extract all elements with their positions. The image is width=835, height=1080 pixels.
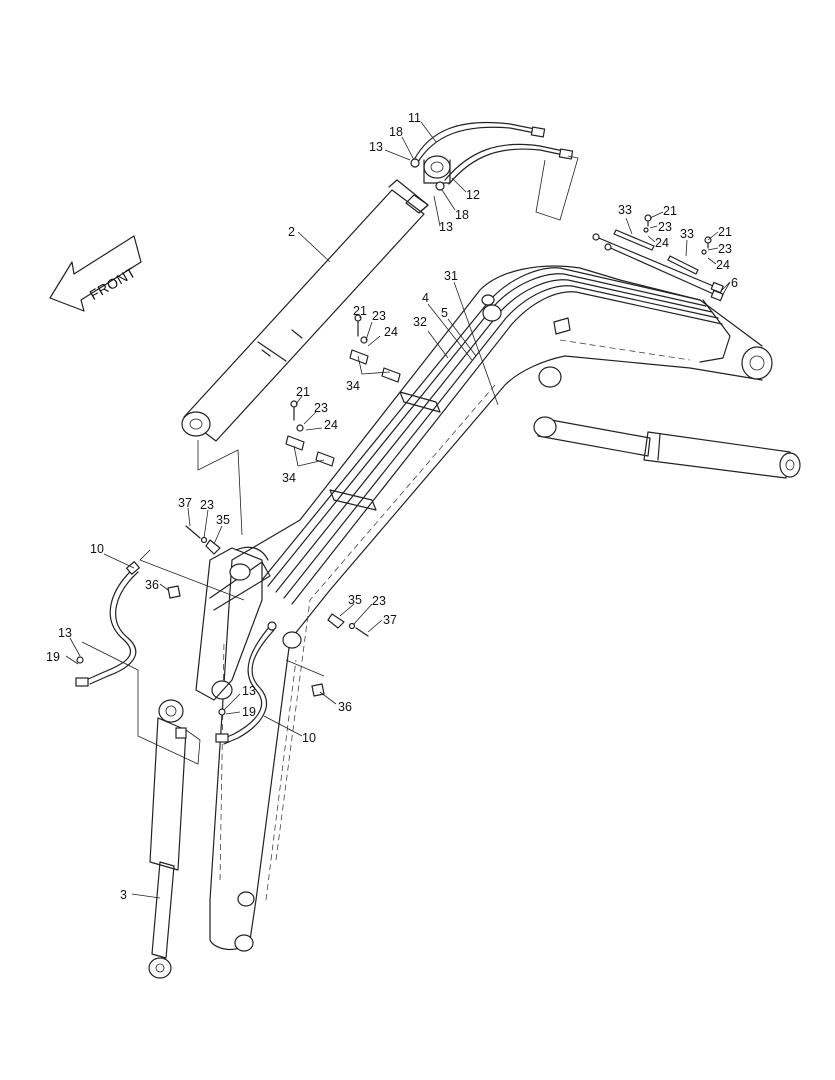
pipe-bundle-4-5-31-32 xyxy=(195,267,723,701)
boom-cylinder-3 xyxy=(148,699,187,979)
callout-36: 36 xyxy=(338,700,352,714)
callout-35: 35 xyxy=(348,593,362,607)
callout-21: 21 xyxy=(296,385,310,399)
callout-37: 37 xyxy=(178,496,192,510)
callout-23: 23 xyxy=(372,309,386,323)
callout-13: 13 xyxy=(242,684,256,698)
front-direction-arrow: FRONT xyxy=(49,235,142,312)
hose-10-right xyxy=(215,621,277,745)
callout-35: 35 xyxy=(216,513,230,527)
callout-19: 19 xyxy=(46,650,60,664)
fasteners-lower xyxy=(167,525,369,697)
callout-13: 13 xyxy=(58,626,72,640)
callout-33: 33 xyxy=(680,227,694,241)
callout-6: 6 xyxy=(731,276,738,290)
callout-23: 23 xyxy=(314,401,328,415)
callout-19: 19 xyxy=(242,705,256,719)
callout-34: 34 xyxy=(346,379,360,393)
callout-12: 12 xyxy=(466,188,480,202)
callout-37: 37 xyxy=(383,613,397,627)
callout-18: 18 xyxy=(389,125,403,139)
callout-33: 33 xyxy=(618,203,632,217)
callout-24: 24 xyxy=(655,236,669,250)
callout-24: 24 xyxy=(324,418,338,432)
callout-21: 21 xyxy=(718,225,732,239)
callout-24: 24 xyxy=(716,258,730,272)
hose-10-left xyxy=(75,560,141,687)
callout-2: 2 xyxy=(288,225,295,239)
boom-structure xyxy=(209,265,773,952)
clamps-34-lower xyxy=(285,400,335,467)
callout-10: 10 xyxy=(302,731,316,745)
callout-leaders xyxy=(65,121,731,899)
callout-23: 23 xyxy=(372,594,386,608)
callout-23: 23 xyxy=(200,498,214,512)
callout-36: 36 xyxy=(145,578,159,592)
callout-21: 21 xyxy=(353,304,367,318)
clamps-33 xyxy=(613,214,712,275)
callout-21: 21 xyxy=(663,204,677,218)
callout-24: 24 xyxy=(384,325,398,339)
callout-13: 13 xyxy=(439,220,453,234)
callout-23: 23 xyxy=(718,242,732,256)
callout-4: 4 xyxy=(422,291,429,305)
callout-13: 13 xyxy=(369,140,383,154)
front-label: FRONT xyxy=(87,264,139,303)
callout-18: 18 xyxy=(455,208,469,222)
callout-3: 3 xyxy=(120,888,127,902)
boom-cylinder xyxy=(533,416,801,479)
callout-labels: 11 18 13 12 18 13 2 33 21 23 24 33 21 23… xyxy=(46,111,738,902)
arm-cylinder-2 xyxy=(181,155,451,442)
clamps-34-upper xyxy=(349,314,401,383)
callout-31: 31 xyxy=(444,269,458,283)
callout-34: 34 xyxy=(282,471,296,485)
callout-32: 32 xyxy=(413,315,427,329)
callout-23: 23 xyxy=(658,220,672,234)
hoses-11-12 xyxy=(410,121,574,191)
callout-11: 11 xyxy=(408,111,421,125)
callout-10: 10 xyxy=(90,542,104,556)
pipes-6 xyxy=(592,233,724,302)
callout-5: 5 xyxy=(441,306,448,320)
